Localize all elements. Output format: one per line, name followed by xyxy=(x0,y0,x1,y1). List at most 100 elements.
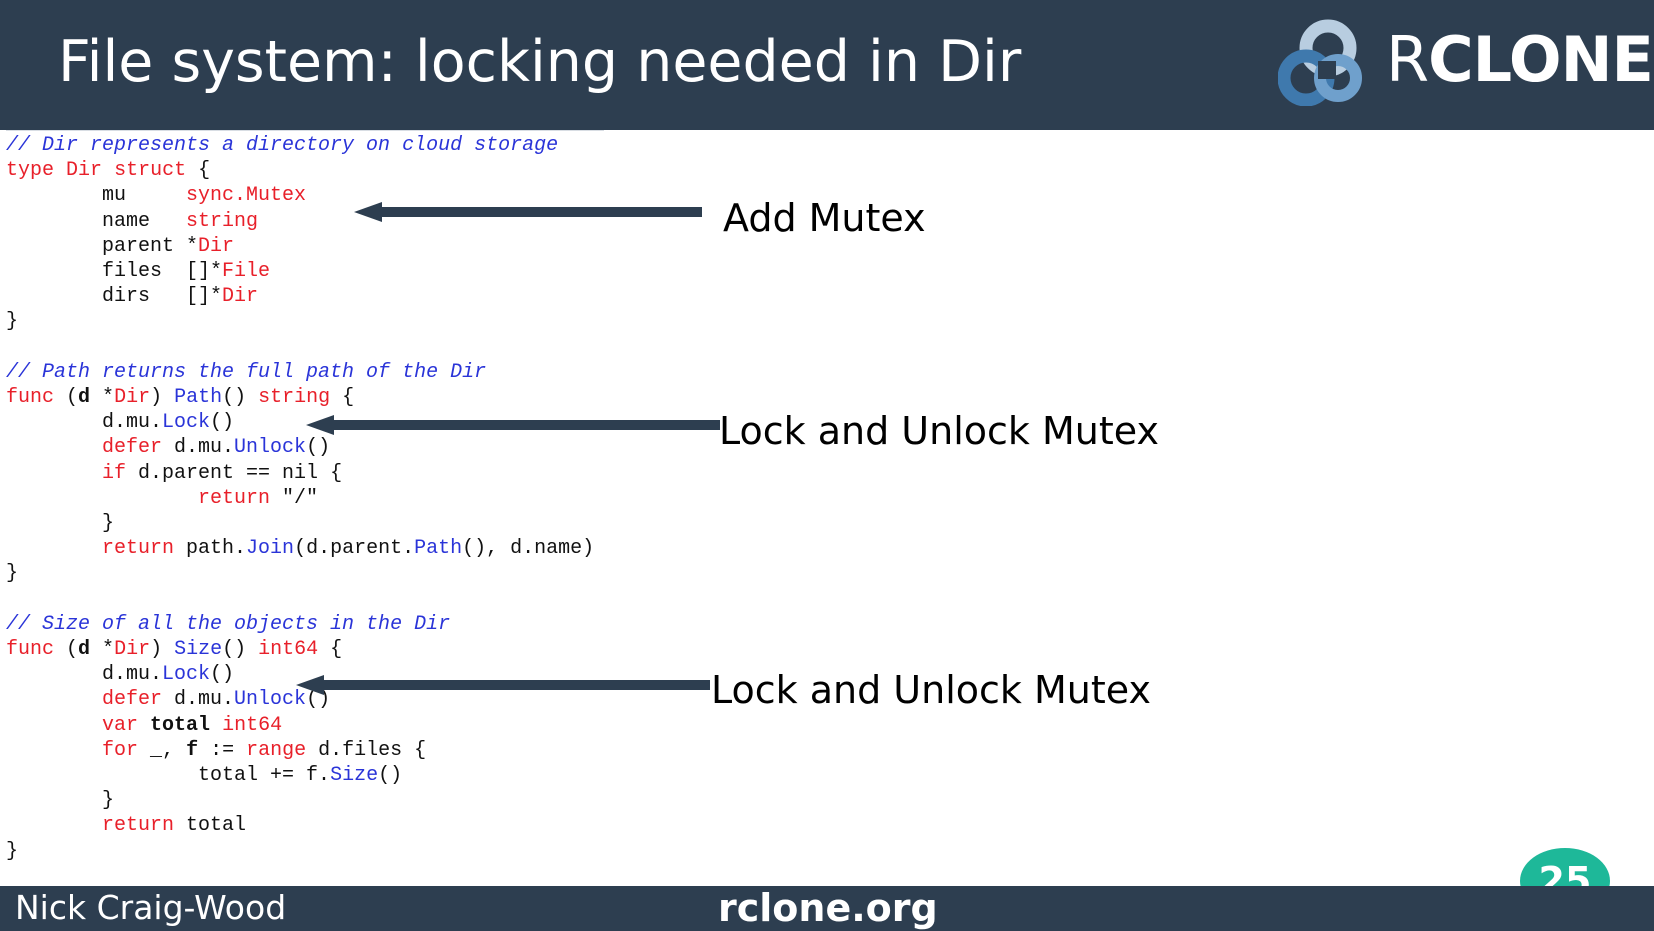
code-token: d.mu. xyxy=(6,663,163,687)
code-line: name string xyxy=(6,209,594,234)
code-token: "/" xyxy=(270,486,319,510)
code-token: () xyxy=(222,386,259,410)
code-token: f xyxy=(186,738,199,762)
code-token: d.mu. xyxy=(162,436,235,460)
code-token: name xyxy=(6,209,187,233)
code-token: d.mu. xyxy=(6,411,163,435)
code-token: // Path returns the full path of the Dir xyxy=(6,360,487,384)
code-line: if d.parent == nil { xyxy=(6,461,594,486)
code-token: mu xyxy=(6,184,187,208)
code-token: Unlock xyxy=(234,436,307,460)
code-token: Dir xyxy=(114,638,151,662)
code-token: ( xyxy=(54,638,79,662)
code-token: type xyxy=(6,159,55,183)
code-token: func xyxy=(6,386,55,410)
code-token: total xyxy=(150,713,211,737)
code-token: sync.Mutex xyxy=(186,184,307,208)
code-line: } xyxy=(6,788,594,813)
code-token: int64 xyxy=(258,638,319,662)
code-panel xyxy=(6,130,604,877)
code-token: d xyxy=(78,386,91,410)
code-token: } xyxy=(6,839,19,863)
code-line: defer d.mu.Unlock() xyxy=(6,435,594,460)
code-line: total += f.Size() xyxy=(6,763,594,788)
code-token: defer xyxy=(102,436,163,460)
arrow-lock-size xyxy=(296,675,710,695)
code-line: parent *Dir xyxy=(6,234,594,259)
code-token: dirs []* xyxy=(6,285,223,309)
code-token: * xyxy=(90,638,115,662)
code-token: parent * xyxy=(6,234,199,258)
arrow-lock-path xyxy=(306,415,720,435)
code-token: _ xyxy=(150,738,163,762)
code-token: string xyxy=(258,386,331,410)
code-token: { xyxy=(330,386,355,410)
code-token: return xyxy=(102,537,175,561)
code-token: Path xyxy=(414,537,463,561)
code-line: var total int64 xyxy=(6,713,594,738)
code-token: range xyxy=(246,738,307,762)
code-token: // Dir represents a directory on cloud s… xyxy=(6,134,559,157)
code-token: total xyxy=(174,814,247,838)
code-token: () xyxy=(210,411,235,435)
code-token: Dir xyxy=(198,234,235,258)
code-line: } xyxy=(6,511,594,536)
code-line: for _, f := range d.files { xyxy=(6,738,594,763)
code-line: return path.Join(d.parent.Path(), d.name… xyxy=(6,536,594,561)
code-line: func (d *Dir) Path() string { xyxy=(6,385,594,410)
code-token: path. xyxy=(174,537,247,561)
code-line: } xyxy=(6,839,594,864)
code-line: // Dir represents a directory on cloud s… xyxy=(6,133,594,158)
code-token: () xyxy=(222,638,259,662)
slide-footer: Nick Craig-Wood rclone.org xyxy=(0,886,1654,931)
code-line: // Size of all the objects in the Dir xyxy=(6,612,594,637)
code-line: func (d *Dir) Size() int64 { xyxy=(6,637,594,662)
code-token: (d.parent. xyxy=(294,537,415,561)
code-token: for xyxy=(102,738,139,762)
code-line: type Dir struct { xyxy=(6,158,594,183)
code-line: mu sync.Mutex xyxy=(6,183,594,208)
code-line: defer d.mu.Unlock() xyxy=(6,687,594,712)
code-token: Lock xyxy=(162,411,211,435)
code-token: Path xyxy=(174,386,223,410)
code-line: d.mu.Lock() xyxy=(6,662,594,687)
code-token: Lock xyxy=(162,663,211,687)
code-token: func xyxy=(6,638,55,662)
code-token: total += f. xyxy=(6,764,331,788)
code-line: d.mu.Lock() xyxy=(6,410,594,435)
code-token: d.parent == nil { xyxy=(126,461,343,485)
code-token: if xyxy=(102,461,127,485)
rclone-logo-text: RCLONE xyxy=(1386,23,1654,96)
annotation-lock-unlock-size: Lock and Unlock Mutex xyxy=(711,668,1151,712)
slide-header: File system: locking needed in Dir RCLON… xyxy=(0,0,1654,130)
code-token: } xyxy=(6,562,19,586)
code-line: dirs []*Dir xyxy=(6,284,594,309)
code-token: Join xyxy=(246,537,295,561)
author-name: Nick Craig-Wood xyxy=(15,888,287,927)
code-token: Size xyxy=(174,638,223,662)
code-token: } xyxy=(6,789,115,813)
code-token: } xyxy=(6,310,19,334)
annotation-lock-unlock-path: Lock and Unlock Mutex xyxy=(719,409,1159,453)
rclone-logo: RCLONE xyxy=(1278,16,1654,106)
code-token: string xyxy=(186,209,259,233)
code-token: () xyxy=(306,436,331,460)
code-token: Unlock xyxy=(234,688,307,712)
code-token: , xyxy=(162,738,187,762)
code-token: d.mu. xyxy=(162,688,235,712)
code-token: * xyxy=(90,386,115,410)
code-token: Dir xyxy=(66,159,103,183)
code-token: var xyxy=(102,713,139,737)
code-token: d xyxy=(78,638,91,662)
code-token: Size xyxy=(330,764,379,788)
code-token: int64 xyxy=(222,713,283,737)
code-token: return xyxy=(198,486,271,510)
logo-word-clone: CLONE xyxy=(1428,23,1654,96)
code-token: d.files { xyxy=(306,738,427,762)
code-line: } xyxy=(6,561,594,586)
code-line: // Path returns the full path of the Dir xyxy=(6,360,594,385)
arrow-add-mutex xyxy=(354,202,702,222)
annotation-add-mutex: Add Mutex xyxy=(723,196,926,240)
code-block: // Dir represents a directory on cloud s… xyxy=(6,133,594,864)
